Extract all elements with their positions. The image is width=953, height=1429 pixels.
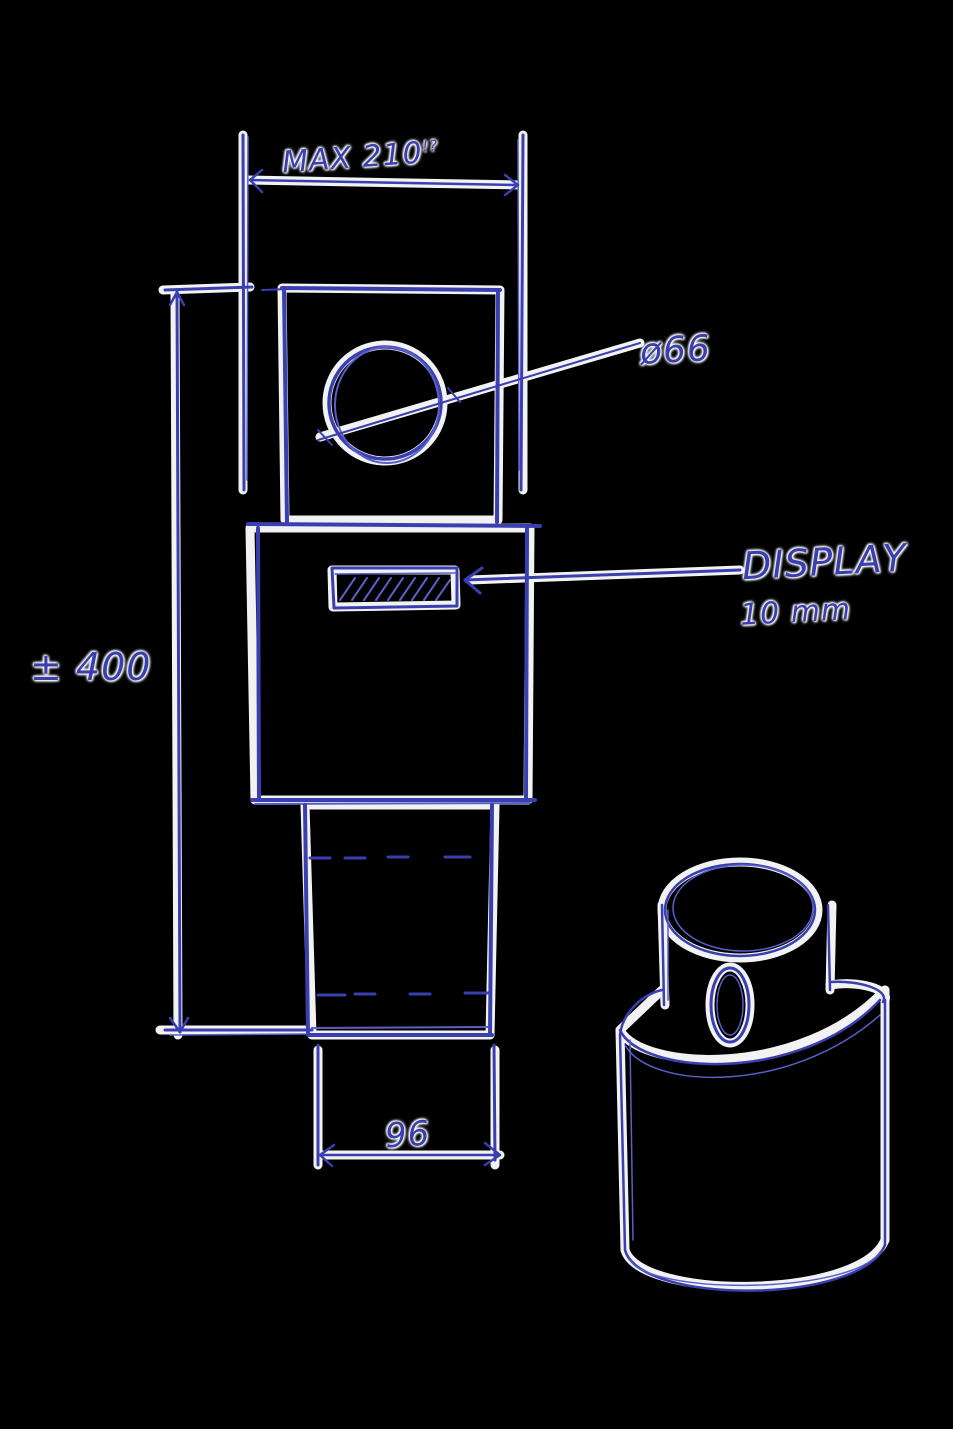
- dashed-lines: [308, 855, 492, 997]
- display-window: [330, 566, 459, 610]
- display-size-label: 10 mm: [739, 592, 853, 633]
- bottom-module: [303, 803, 494, 1037]
- display-hatching: [339, 577, 451, 601]
- ink-layer: [163, 133, 887, 1292]
- top-width-dimension: [241, 133, 525, 492]
- circle-diameter-label: ø66: [638, 328, 712, 373]
- top-width-note: !?: [421, 136, 439, 156]
- top-module: [261, 286, 641, 524]
- height-dimension: [163, 285, 314, 1036]
- perspective-view: [618, 862, 887, 1292]
- overall-height-label: ± 400: [30, 645, 152, 689]
- display-leader: [463, 566, 742, 595]
- display-label: DISPLAY: [740, 535, 908, 589]
- circular-opening: [317, 342, 641, 464]
- base-width-label: 96: [383, 1113, 432, 1157]
- middle-module: [246, 522, 742, 805]
- base-width-dimension: [316, 1043, 502, 1168]
